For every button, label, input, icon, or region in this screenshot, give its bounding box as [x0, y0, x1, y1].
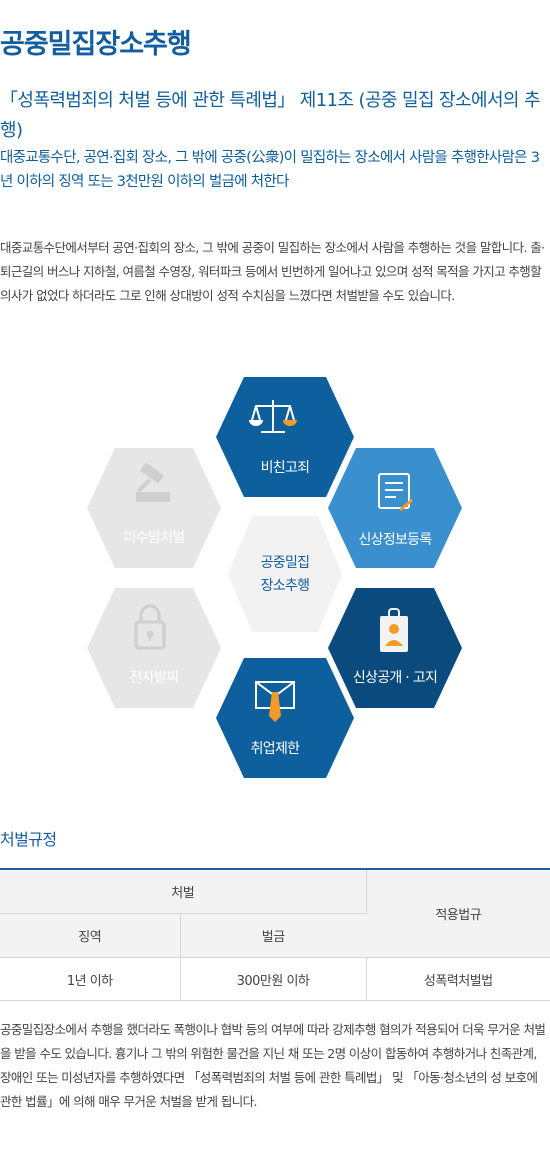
- table-header-penalty: 처벌: [0, 868, 367, 914]
- intro-paragraph: 대중교통수단에서부터 공연·집회의 장소, 그 밖에 공중이 밀집하는 장소에서…: [0, 240, 545, 303]
- table-header-imprisonment: 징역: [0, 913, 181, 958]
- cell-fine: 300만원 이하: [180, 957, 367, 1001]
- hex-label-non-complaint: 비친고죄: [261, 460, 310, 476]
- document-icon: [378, 473, 413, 512]
- hex-label-electronic-anklet: 전자발찌: [130, 670, 179, 686]
- penalty-hex-diagram: 공중밀집 장소추행 비친고죄: [80, 370, 470, 780]
- hex-label-employment: 취업제한: [251, 741, 301, 757]
- penalty-table: 처벌 적용법규 징역 벌금 1년 이하 300만원 이하 성폭력처벌법: [0, 868, 550, 1001]
- outro-paragraph: 공중밀집장소에서 추행을 했더라도 폭행이나 협박 등의 여부에 따라 강제추행…: [0, 1022, 546, 1109]
- center-label-line2: 장소추행: [261, 578, 310, 594]
- id-badge-icon: [380, 608, 408, 652]
- suit-tie-icon: [255, 681, 295, 722]
- hex-label-disclosure: 신상공개 · 고지: [353, 670, 437, 686]
- page-title: 공중밀집장소추행: [0, 29, 192, 60]
- hex-item-attempt-punishment: 미수범처벌: [87, 448, 221, 568]
- law-description: 대중교통수단, 공연·집회 장소, 그 밖에 공중(公衆)이 밀집하는 장소에서…: [0, 150, 540, 190]
- hex-item-electronic-anklet: 전자발찌: [87, 588, 221, 708]
- lock-icon: [134, 604, 166, 650]
- center-hex: 공중밀집 장소추행: [228, 516, 342, 632]
- center-label-line1: 공중밀집: [261, 555, 310, 571]
- table-header-law: 적용법규: [366, 868, 550, 958]
- hex-label-attempt-punishment: 미수범처벌: [124, 530, 185, 546]
- cell-law: 성폭력처벌법: [366, 957, 550, 1001]
- hex-item-disclosure: 신상공개 · 고지: [328, 588, 462, 708]
- hex-item-employment: 취업제한: [216, 658, 354, 778]
- table-header-fine: 벌금: [180, 913, 366, 958]
- gavel-icon: [136, 462, 170, 502]
- cell-imprisonment: 1년 이하: [0, 957, 181, 1001]
- scale-icon: [249, 400, 297, 433]
- table-row: 1년 이하 300만원 이하 성폭력처벌법: [0, 957, 550, 1001]
- hex-item-registration: 신상정보등록: [328, 448, 462, 568]
- penalty-section-title: 처벌규정: [0, 830, 57, 849]
- hex-label-registration: 신상정보등록: [358, 532, 432, 548]
- law-title: 「성폭력범죄의 처벌 등에 관한 특례법」 제11조 (공중 밀집 장소에서의 …: [0, 90, 541, 141]
- hex-item-non-complaint: 비친고죄: [216, 377, 354, 497]
